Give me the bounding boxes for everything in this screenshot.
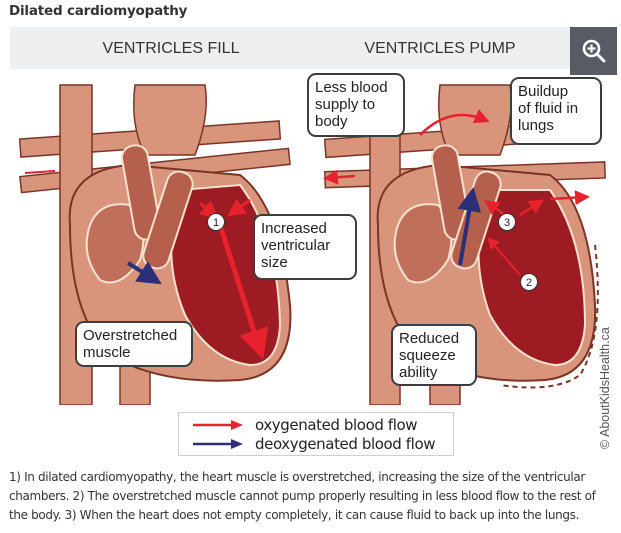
legend-item-deoxygenated: deoxygenated blood flow [193,435,436,453]
callout-less-blood-supply: Less blood supply to body [307,73,405,137]
legend: oxygenated blood flow deoxygenated blood… [178,412,454,456]
zoom-image-button[interactable] [570,27,617,75]
legend-item-oxygenated: oxygenated blood flow [193,416,418,434]
callout-line: supply to [315,96,376,113]
callout-line: Overstretched [83,327,178,344]
marker-2: 2 [520,273,538,291]
callout-line: Buildup [518,83,569,100]
legend-label: oxygenated blood flow [255,416,418,434]
red-arrow-icon [193,420,243,430]
figure-header-band: VENTRICLES FILL VENTRICLES PUMP [10,27,570,69]
callout-line: body [315,113,348,130]
panel-heading-ventricles-fill: VENTRICLES FILL [102,40,240,57]
callout-overstretched-muscle: Overstretched muscle [75,321,193,367]
copyright-notice: © AboutKidsHealth.ca [598,327,612,449]
dilated-cardiomyopathy-figure: VENTRICLES FILL VENTRICLES PUMP [10,27,617,457]
callout-line: Reduced [399,330,460,347]
marker-3: 3 [498,213,516,231]
callout-reduced-squeeze-ability: Reduced squeeze ability [391,324,477,386]
callout-increased-ventricular-size: Increased ventricular size [253,214,357,280]
zoom-in-icon [582,39,605,63]
callout-line: Increased [261,220,327,237]
blue-arrow-icon [193,439,243,449]
callout-line: ventricular [261,237,331,254]
marker-1: 1 [207,213,225,231]
figure-caption: 1) In dilated cardiomyopathy, the heart … [9,470,596,522]
callout-line: ability [399,364,438,381]
page-title: Dilated cardiomyopathy [9,3,188,19]
callout-line: size [261,254,288,271]
panel-heading-ventricles-pump: VENTRICLES PUMP [364,40,516,57]
callout-buildup-of-fluid: Buildup of fluid in lungs [510,77,602,145]
legend-label: deoxygenated blood flow [255,435,436,453]
callout-line: squeeze [399,347,456,364]
callout-line: muscle [83,344,131,361]
callout-line: Less blood [315,79,388,96]
callout-line: of fluid in [518,100,579,117]
callout-line: lungs [518,117,554,134]
